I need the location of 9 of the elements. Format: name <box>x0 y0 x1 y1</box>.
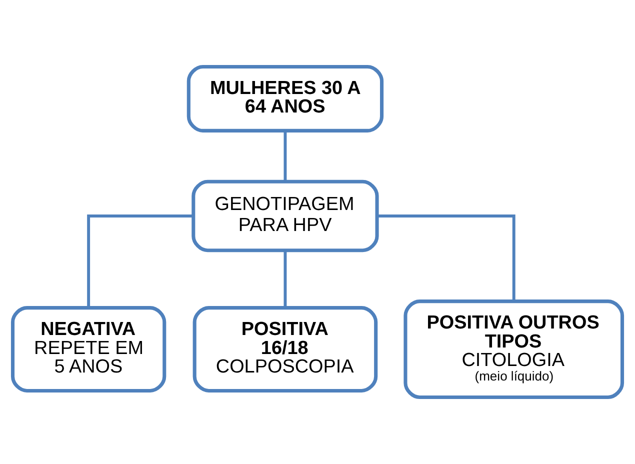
connector <box>284 250 287 308</box>
connector <box>87 214 194 308</box>
node-box: POSITIVA 16/18 COLPOSCOPIA <box>192 306 378 393</box>
connector <box>284 130 287 182</box>
node-box: POSITIVA OUTROS TIPOS CITOLOGIA (meio líquido) <box>404 300 624 400</box>
connector <box>377 214 516 302</box>
node-box: GENOTIPAGEM PARA HPV <box>192 180 379 252</box>
node-box: NEGATIVA REPETE EM 5 ANOS <box>10 306 166 393</box>
node-box: MULHERES 30 A 64 ANOS <box>186 64 384 132</box>
